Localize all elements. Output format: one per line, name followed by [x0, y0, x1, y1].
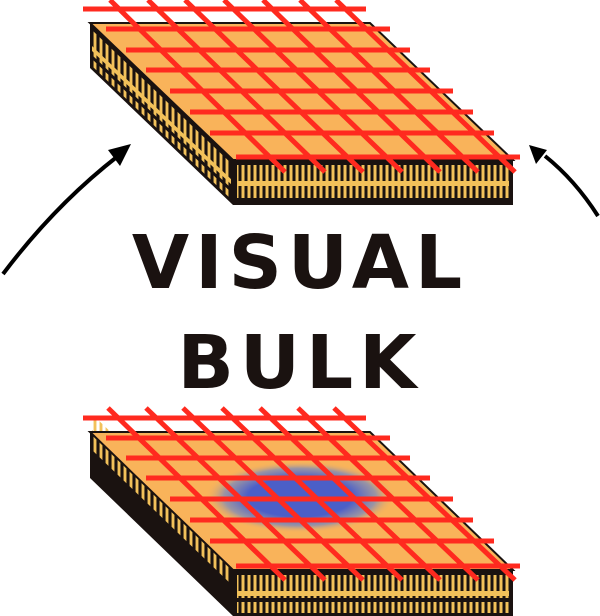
title-line-1: VISUAL — [131, 220, 469, 306]
title-line-2: BULK — [177, 320, 423, 406]
right-arrow-icon — [529, 145, 600, 218]
left-arrow-icon — [1, 144, 131, 276]
bottom-slab — [83, 406, 520, 616]
top-slab — [83, 0, 520, 205]
